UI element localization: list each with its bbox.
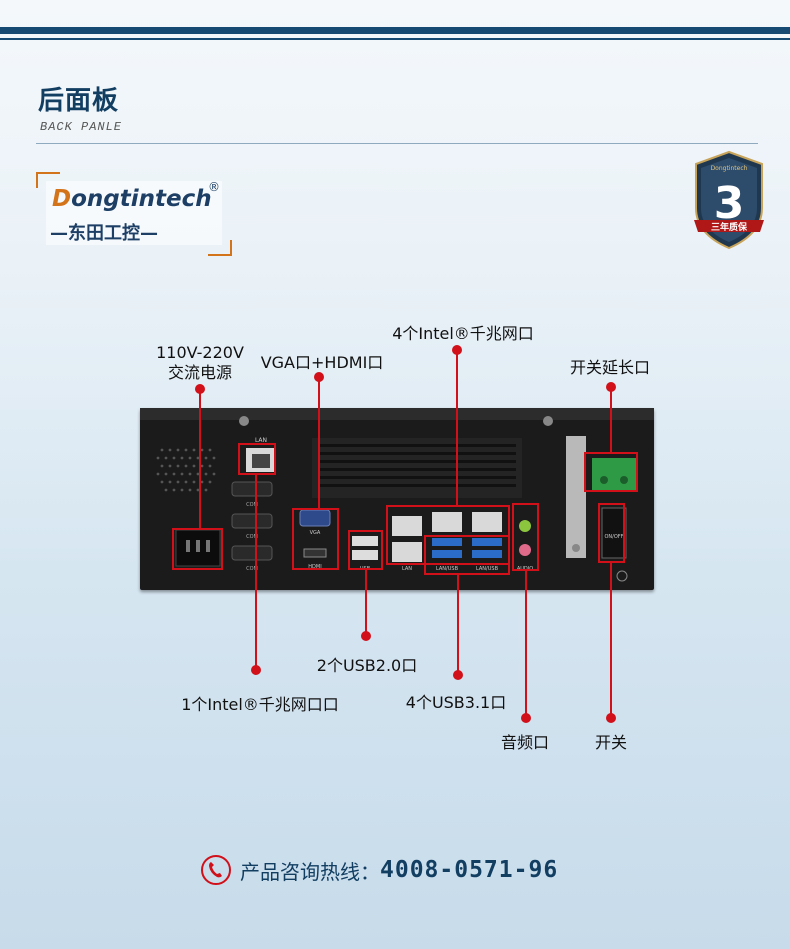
callout-power: 110V-220V 交流电源: [156, 343, 244, 383]
callout-intel-4lan: 4个Intel®千兆网口: [392, 324, 534, 343]
logo-initial: D: [52, 186, 72, 212]
panel-label-lan-usb1: LAN/USB: [436, 566, 459, 572]
ground-screw: [616, 570, 628, 582]
lan-port-b: [432, 512, 462, 532]
highlight-switch-ext: [584, 452, 638, 492]
vent-holes: [320, 444, 516, 487]
callout-switch-ext: 开关延长口: [569, 358, 651, 377]
leader-audio: [525, 571, 527, 718]
callout-usb31: 4个USB3.1口: [405, 693, 507, 712]
audio-line-out: [519, 520, 531, 532]
phone-icon: [201, 855, 231, 885]
logo-panel: [46, 181, 222, 245]
leader-power: [199, 389, 201, 528]
hotline: 产品咨询热线： 4008-0571-96: [200, 852, 558, 888]
panel-label-lan: LAN: [255, 437, 267, 444]
callout-power-line2: 交流电源: [167, 363, 232, 382]
leader-switch-ext: [610, 387, 612, 452]
usb31-port-2: [432, 550, 462, 558]
power-switch: [601, 507, 627, 559]
dot-usb31: [453, 670, 463, 680]
screw-left: [239, 416, 249, 426]
callout-usb20: 2个USB2.0口: [316, 656, 418, 675]
com-port-3: [231, 545, 273, 561]
panel-label-com3: COM: [246, 566, 258, 572]
panel-label-com1: COM: [246, 502, 258, 508]
usb20-port-2: [352, 550, 378, 560]
header-rule-thin: [0, 38, 790, 40]
brand-logo: Dongtintech ® —东田工控—: [36, 172, 232, 256]
dot-4lan: [452, 345, 462, 355]
dot-power: [195, 384, 205, 394]
highlight-single-lan: [238, 443, 276, 475]
leader-single-lan: [255, 475, 257, 670]
hdmi-port: [303, 548, 327, 558]
audio-mic-in: [519, 544, 531, 556]
logo-brand-text: ongtintech: [71, 186, 212, 212]
highlight-usb31: [424, 535, 510, 575]
section-divider: [36, 143, 758, 144]
com-port-2: [231, 513, 273, 529]
leader-4lan: [456, 350, 458, 505]
usb31-port-1: [432, 538, 462, 546]
highlight-audio: [512, 503, 539, 571]
panel-label-com2: COM: [246, 534, 258, 540]
highlight-power: [172, 528, 223, 570]
callout-power-line1: 110V-220V: [156, 343, 244, 362]
fan-grill: [156, 448, 216, 492]
logo-wordmark: Dongtintech: [52, 186, 212, 212]
leader-usb20: [365, 570, 367, 636]
leader-usb31: [457, 575, 459, 675]
dot-audio: [521, 713, 531, 723]
back-panel-drawing: LAN COM COM COM VGA HDMI USB LAN LAN/USB…: [140, 408, 654, 582]
highlight-switch: [598, 503, 625, 563]
warranty-badge: Dongtintech 3 三年质保: [694, 150, 764, 250]
panel-label-lan2: LAN: [402, 566, 412, 572]
dot-switch: [606, 713, 616, 723]
callout-vga-hdmi: VGA口+HDMI口: [260, 353, 384, 372]
dot-usb20: [361, 631, 371, 641]
badge-text: 三年质保: [711, 221, 748, 233]
lan-port-c: [472, 512, 502, 532]
hotline-number: 4008-0571-96: [380, 857, 559, 883]
callout-audio: 音频口: [500, 733, 550, 752]
dot-switch-ext: [606, 382, 616, 392]
panel-label-lan-usb2: LAN/USB: [476, 566, 499, 572]
logo-corner-top-left: [36, 172, 60, 188]
panel-label-hdmi: HDMI: [308, 564, 321, 570]
header-rule-thick: [0, 27, 790, 34]
hotline-label: 产品咨询热线：: [240, 859, 380, 884]
panel-label-vga: VGA: [310, 530, 321, 536]
panel-label-onoff: ON/OFF: [604, 534, 623, 540]
com-port-1: [231, 481, 273, 497]
logo-chinese-name: —东田工控—: [50, 223, 158, 244]
switch-extension-connector: [592, 458, 636, 490]
lan-port-a2: [392, 542, 422, 562]
vga-port: [299, 509, 331, 527]
expansion-bracket: [566, 436, 586, 558]
usb31-port-4: [472, 550, 502, 558]
highlight-vga-hdmi: [292, 508, 339, 570]
leader-switch: [610, 563, 612, 718]
section-title: 后面板: [38, 86, 120, 116]
usb20-port-1: [352, 536, 378, 546]
screw-right: [543, 416, 553, 426]
usb31-port-3: [472, 538, 502, 546]
dot-single-lan: [251, 665, 261, 675]
dot-vga-hdmi: [314, 372, 324, 382]
badge-brand: Dongtintech: [711, 165, 748, 172]
lan-port-a1: [392, 516, 422, 536]
logo-corner-bottom-right: [208, 240, 232, 256]
leader-vga-hdmi: [318, 377, 320, 508]
callout-switch: 开关: [594, 733, 628, 752]
logo-registered-mark: ®: [208, 180, 220, 194]
highlight-usb20: [348, 530, 383, 570]
section-subtitle: BACK PANLE: [40, 120, 123, 134]
callout-intel-1lan: 1个Intel®千兆网口口: [181, 695, 339, 714]
